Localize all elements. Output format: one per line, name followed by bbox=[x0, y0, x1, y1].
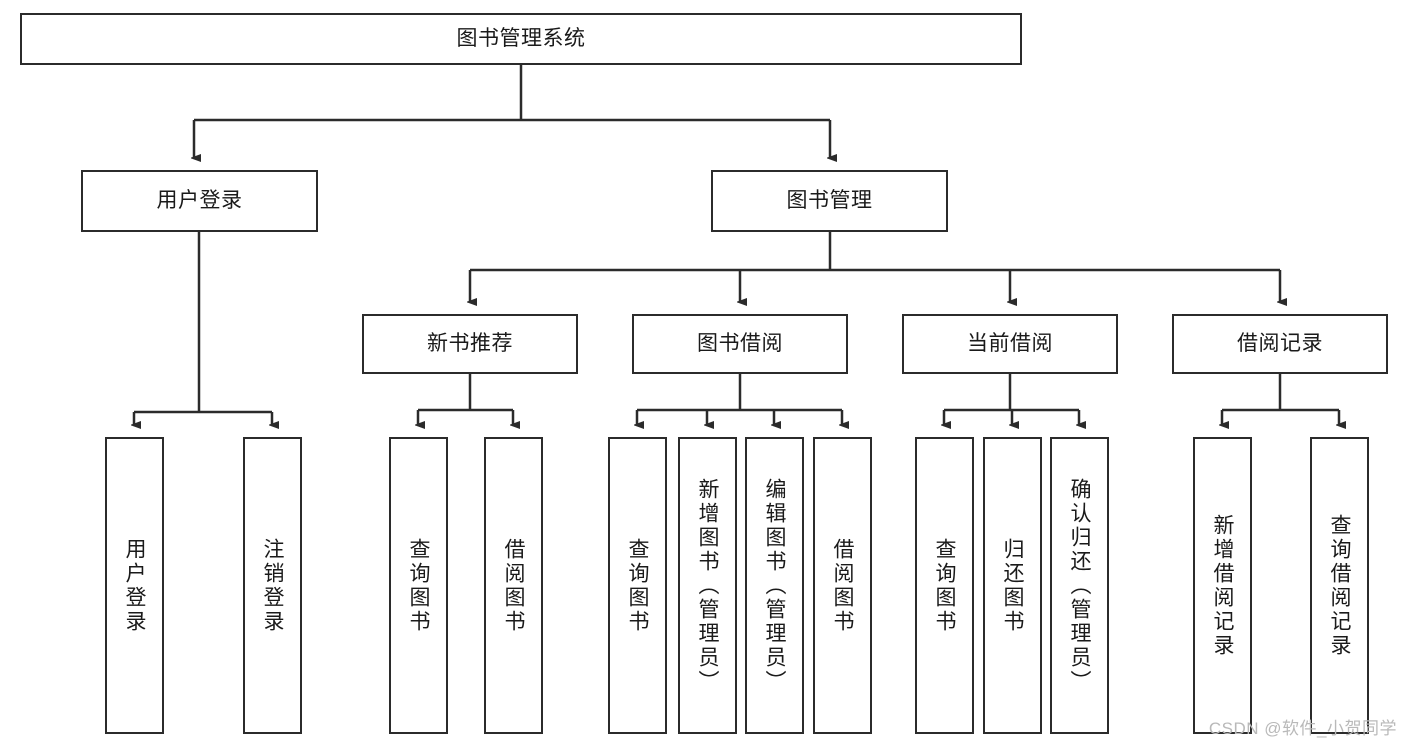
leaf-query-book-current[interactable]: 查询图书 bbox=[915, 437, 974, 734]
node-new-book-recommend[interactable]: 新书推荐 bbox=[362, 314, 578, 374]
leaf-user-logout-label: 注销登录 bbox=[261, 537, 284, 634]
leaf-user-login-label: 用户登录 bbox=[123, 537, 146, 634]
leaf-borrow-book[interactable]: 借阅图书 bbox=[813, 437, 872, 734]
node-book-borrow[interactable]: 图书借阅 bbox=[632, 314, 848, 374]
leaf-add-book-admin[interactable]: 新增图书（管理员） bbox=[678, 437, 737, 734]
leaf-query-book-borrow[interactable]: 查询图书 bbox=[608, 437, 667, 734]
csdn-watermark: CSDN @软件_小贺同学 bbox=[1208, 719, 1397, 738]
node-borrow-records[interactable]: 借阅记录 bbox=[1172, 314, 1388, 374]
node-user-login[interactable]: 用户登录 bbox=[81, 170, 318, 232]
node-book-management-label: 图书管理 bbox=[786, 188, 873, 212]
node-book-borrow-label: 图书借阅 bbox=[697, 331, 783, 355]
leaf-query-borrow-record[interactable]: 查询借阅记录 bbox=[1310, 437, 1369, 734]
node-borrow-records-label: 借阅记录 bbox=[1237, 331, 1323, 355]
leaf-confirm-return-admin-label: 确认归还（管理员） bbox=[1068, 477, 1091, 694]
leaf-edit-book-admin[interactable]: 编辑图书（管理员） bbox=[745, 437, 804, 734]
leaf-query-book-borrow-label: 查询图书 bbox=[626, 537, 649, 634]
node-new-book-recommend-label: 新书推荐 bbox=[427, 331, 513, 355]
node-current-borrow-label: 当前借阅 bbox=[967, 331, 1053, 355]
node-user-login-label: 用户登录 bbox=[156, 188, 243, 212]
leaf-edit-book-admin-label: 编辑图书（管理员） bbox=[763, 477, 786, 694]
leaf-query-borrow-record-label: 查询借阅记录 bbox=[1328, 513, 1351, 658]
leaf-borrow-book-recommend-label: 借阅图书 bbox=[502, 537, 525, 634]
leaf-confirm-return-admin[interactable]: 确认归还（管理员） bbox=[1050, 437, 1109, 734]
leaf-add-borrow-record[interactable]: 新增借阅记录 bbox=[1193, 437, 1252, 734]
leaf-add-book-admin-label: 新增图书（管理员） bbox=[696, 477, 719, 694]
node-book-management[interactable]: 图书管理 bbox=[711, 170, 948, 232]
leaf-user-logout[interactable]: 注销登录 bbox=[243, 437, 302, 734]
leaf-query-book-current-label: 查询图书 bbox=[933, 537, 956, 634]
leaf-query-book-recommend[interactable]: 查询图书 bbox=[389, 437, 448, 734]
node-root[interactable]: 图书管理系统 bbox=[20, 13, 1022, 65]
leaf-borrow-book-recommend[interactable]: 借阅图书 bbox=[484, 437, 543, 734]
leaf-add-borrow-record-label: 新增借阅记录 bbox=[1211, 513, 1234, 658]
node-root-label: 图书管理系统 bbox=[456, 26, 586, 50]
leaf-user-login[interactable]: 用户登录 bbox=[105, 437, 164, 734]
leaf-return-book-label: 归还图书 bbox=[1001, 537, 1024, 634]
leaf-return-book[interactable]: 归还图书 bbox=[983, 437, 1042, 734]
node-current-borrow[interactable]: 当前借阅 bbox=[902, 314, 1118, 374]
leaf-query-book-recommend-label: 查询图书 bbox=[407, 537, 430, 634]
leaf-borrow-book-label: 借阅图书 bbox=[831, 537, 854, 634]
